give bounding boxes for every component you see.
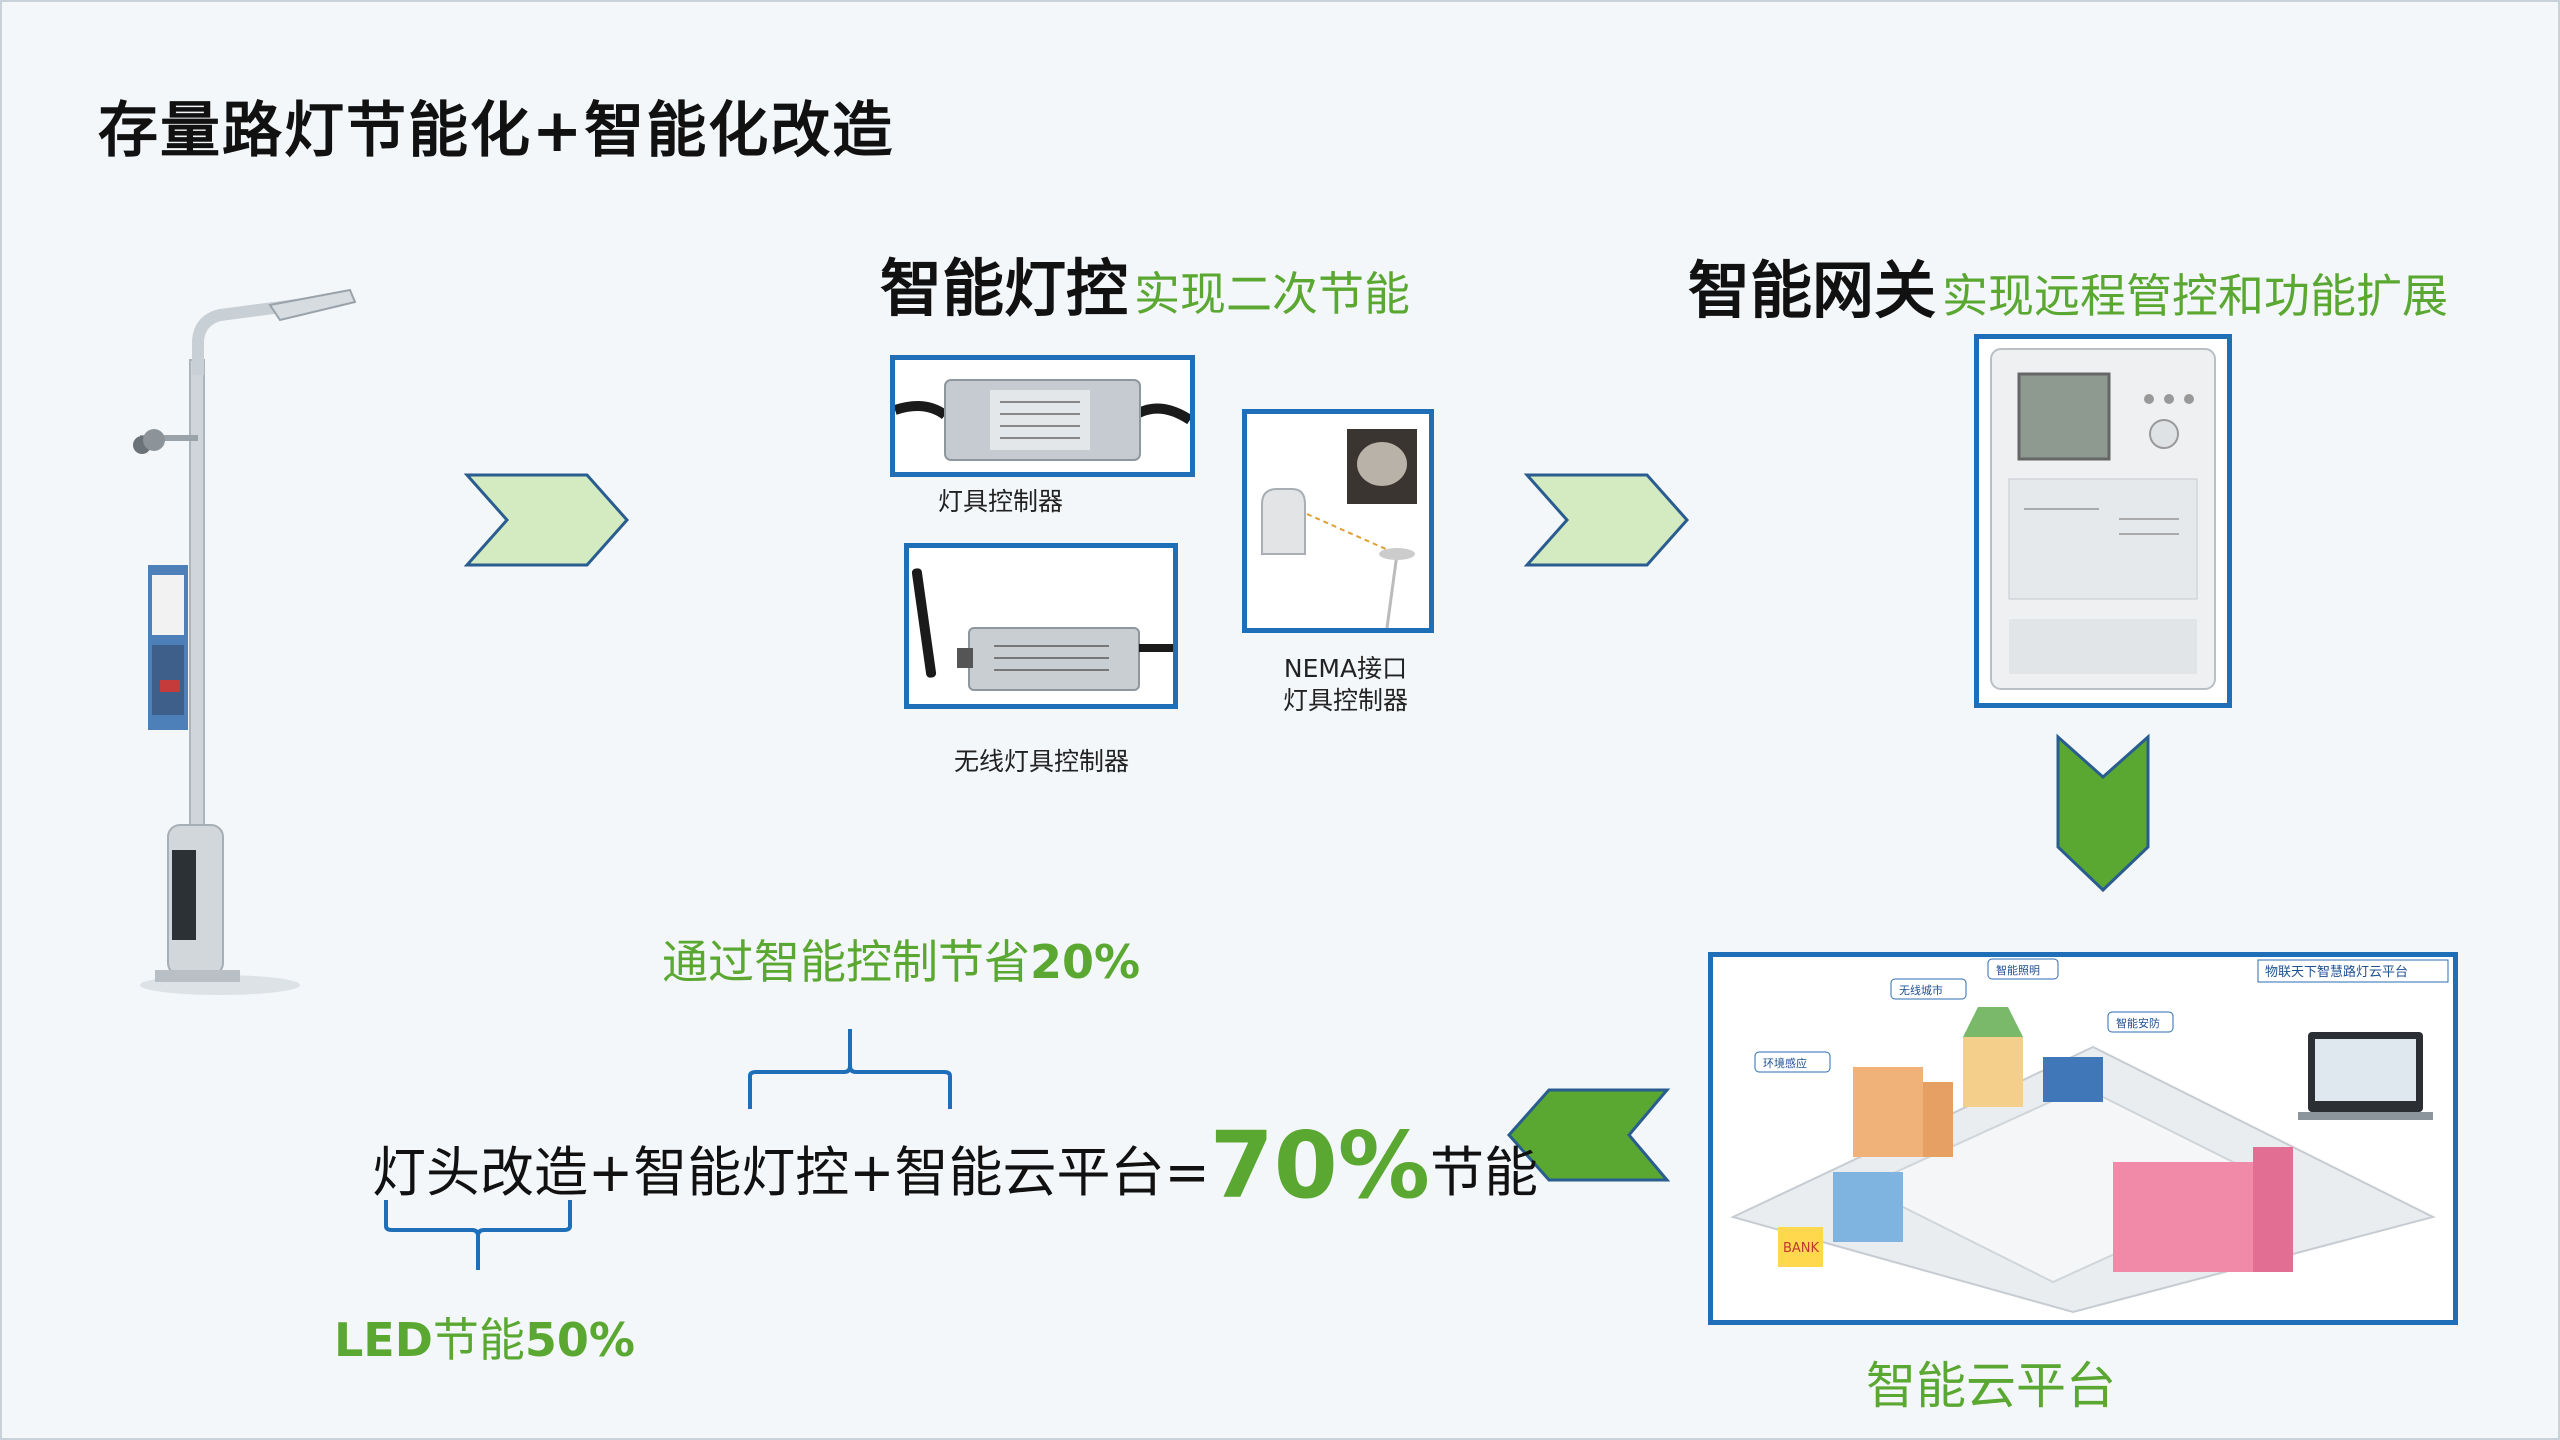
platform-tag-security: 智能安防 <box>2116 1016 2160 1030</box>
equation-suffix: 节能 <box>1429 1141 1538 1204</box>
nema-controller-photo <box>1242 409 1434 633</box>
brace-lamp-retrofit <box>384 1200 572 1270</box>
wireless-controller-caption: 无线灯具控制器 <box>954 747 1130 776</box>
nema-caption: NEMA接口 灯具控制器 <box>1283 653 1408 717</box>
flow-arrow-right-1 <box>463 473 630 567</box>
flow-arrow-left <box>1506 1088 1671 1182</box>
gateway-subtitle: 实现远程管控和功能扩展 <box>1942 269 2449 323</box>
platform-tag-environment: 环境感应 <box>1763 1056 1807 1070</box>
lamp-controller-caption: 灯具控制器 <box>938 487 1064 516</box>
gateway-device-photo <box>1974 334 2232 708</box>
wireless-controller-photo <box>904 543 1178 709</box>
equation-equals: = <box>1164 1141 1210 1204</box>
platform-tag-lighting: 智能照明 <box>1996 963 2040 977</box>
smart-control-title: 智能灯控 <box>880 252 1129 325</box>
street-light-illustration <box>133 288 357 995</box>
control-savings-value: 20% <box>1030 935 1141 989</box>
led-savings-text: 节能 <box>432 1313 525 1367</box>
cloud-platform-label: 智能云平台 <box>1866 1357 2116 1415</box>
cloud-platform-illustration: BANK 物联天下智慧路灯云平台 智能照明 无线城市 智能安防 环境感应 <box>1708 952 2458 1325</box>
control-savings-note: 通过智能控制节省20% <box>662 926 1140 992</box>
led-savings-value: 50% <box>524 1313 636 1367</box>
gateway-title: 智能网关 <box>1688 254 1937 327</box>
lamp-controller-photo <box>890 355 1195 477</box>
equation-plus-2: + <box>849 1141 895 1204</box>
control-savings-text: 通过智能控制节省 <box>662 935 1030 989</box>
bank-sign: BANK <box>1783 1241 1820 1256</box>
nema-caption-line2: 灯具控制器 <box>1283 686 1409 715</box>
gateway-heading: 智能网关实现远程管控和功能扩展 <box>1688 240 2448 330</box>
smart-control-subtitle: 实现二次节能 <box>1134 267 1411 321</box>
equation-part-cloud: 智能云平台 <box>894 1141 1165 1204</box>
equation-part-smart-control: 智能灯控 <box>633 1141 850 1204</box>
platform-screen-title: 物联天下智慧路灯云平台 <box>2265 964 2408 980</box>
savings-equation: 灯头改造+智能灯控+智能云平台=70%节能 <box>372 1112 1538 1219</box>
equation-plus-1: + <box>588 1141 634 1204</box>
page-title: 存量路灯节能化+智能化改造 <box>98 96 895 166</box>
smart-control-heading: 智能灯控实现二次节能 <box>880 238 1410 328</box>
flow-arrow-right-2 <box>1523 473 1690 567</box>
flow-arrow-down <box>2056 733 2150 893</box>
led-savings-note: LED节能50% <box>334 1304 635 1370</box>
led-savings-prefix: LED <box>334 1313 433 1367</box>
nema-caption-line1: NEMA接口 <box>1283 654 1408 683</box>
equation-part-lamp-retrofit: 灯头改造 <box>372 1141 588 1204</box>
brace-smart-control <box>748 1029 952 1109</box>
equation-result: 70% <box>1209 1112 1430 1219</box>
platform-tag-wireless: 无线城市 <box>1899 983 1943 997</box>
